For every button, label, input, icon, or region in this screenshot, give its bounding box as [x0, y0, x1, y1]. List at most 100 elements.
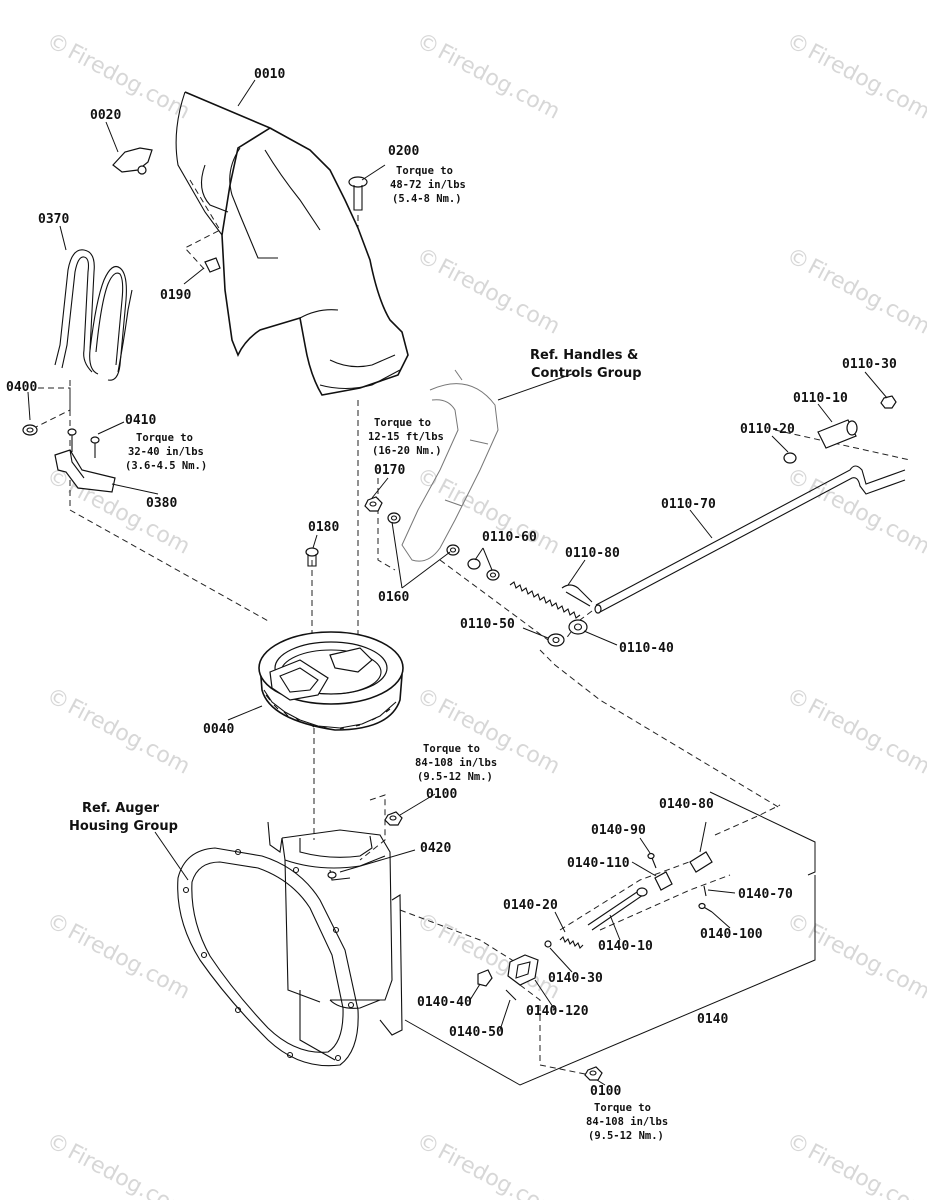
watermark: © Firedog.com [412, 463, 564, 560]
svg-text:Firedog.com: Firedog.com [433, 39, 564, 124]
svg-text:Firedog.com: Firedog.com [803, 39, 927, 124]
deflector-bolt-0200[interactable] [348, 176, 368, 211]
callout-0110-10: 0110-10 [793, 391, 848, 406]
dashed-line [184, 179, 221, 271]
callout-0140-110: 0140-110 [567, 856, 630, 871]
dashed-line [399, 909, 521, 966]
discharge-chute[interactable] [175, 91, 409, 396]
callout-0140-40: 0140-40 [417, 995, 472, 1010]
chute-rod-0370[interactable] [54, 249, 133, 381]
svg-text:Housing Group: Housing Group [69, 819, 178, 834]
reference-handles-controls: Ref. Handles & Controls Group [530, 348, 642, 381]
watermark: © Firedog.com [782, 1128, 927, 1200]
washer-0110-40[interactable] [568, 619, 588, 635]
nut-0110-30[interactable] [880, 395, 897, 409]
dashed-line [519, 984, 591, 1076]
chute-rotation-ring-0040[interactable] [258, 631, 404, 731]
washers-0110-60[interactable] [467, 558, 500, 581]
watermark: © Firedog.com [782, 243, 927, 340]
dashed-line [29, 387, 71, 431]
callout-0200: 0200 [388, 144, 419, 159]
svg-text:12-15 ft/lbs: 12-15 ft/lbs [368, 431, 444, 443]
torque-note-0410: Torque to 32-40 in/lbs (3.6-4.5 Nm.) [125, 432, 207, 472]
svg-text:Torque to: Torque to [594, 1102, 651, 1114]
knob-0020[interactable] [112, 147, 153, 175]
callout-0140: 0140 [697, 1012, 728, 1027]
spring-0110[interactable] [509, 581, 581, 619]
callout-0110-70: 0110-70 [661, 497, 716, 512]
callout-0140-100: 0140-100 [700, 927, 763, 942]
callout-0420: 0420 [420, 841, 451, 856]
callout-0380: 0380 [146, 496, 177, 511]
fastener-0190[interactable] [204, 257, 221, 273]
nut-0170[interactable] [364, 496, 383, 512]
dashed-line [599, 874, 731, 931]
nut-0100-lower[interactable] [584, 1066, 603, 1081]
callout-labels: 0010 0020 0200 0370 0190 0400 0410 0380 … [6, 67, 897, 1099]
bolt-0180[interactable] [305, 547, 319, 567]
svg-text:(5.4-8 Nm.): (5.4-8 Nm.) [392, 193, 462, 205]
watermark: © Firedog.com [782, 28, 927, 125]
callout-0110-50: 0110-50 [460, 617, 515, 632]
bushing-0110-50[interactable] [547, 633, 565, 647]
watermark: © Firedog.com [412, 243, 564, 340]
callout-0140-70: 0140-70 [738, 887, 793, 902]
callout-0140-90: 0140-90 [591, 823, 646, 838]
callout-0110-40: 0110-40 [619, 641, 674, 656]
watermark: © Firedog.com [42, 908, 194, 1005]
callout-0410: 0410 [125, 413, 156, 428]
watermark: © Firedog.com [42, 463, 194, 560]
callout-0110-20: 0110-20 [740, 422, 795, 437]
nut-0100-upper[interactable] [384, 811, 403, 826]
bushing-0110-10[interactable] [817, 419, 858, 449]
callout-0370: 0370 [38, 212, 69, 227]
svg-text:(9.5-12 Nm.): (9.5-12 Nm.) [588, 1130, 664, 1142]
dashed-line [69, 380, 271, 623]
nut-0400[interactable] [22, 424, 38, 436]
watermark: © Firedog.com [412, 1128, 564, 1200]
callout-0190: 0190 [160, 288, 191, 303]
watermark: © Firedog.com [782, 908, 927, 1005]
callout-0140-30: 0140-30 [548, 971, 603, 986]
svg-text:Ref. Handles &: Ref. Handles & [530, 348, 638, 363]
screw-0410[interactable] [67, 428, 100, 458]
svg-text:Controls Group: Controls Group [531, 366, 642, 381]
svg-text:Firedog.com: Firedog.com [63, 1139, 194, 1200]
svg-text:(3.6-4.5 Nm.): (3.6-4.5 Nm.) [125, 460, 207, 472]
group-bracket-0140 [404, 791, 816, 1086]
callout-0010: 0010 [254, 67, 285, 82]
callout-0100-upper: 0100 [426, 787, 457, 802]
dashed-line [359, 794, 386, 861]
callout-0110-60: 0110-60 [482, 530, 537, 545]
watermark: © Firedog.com [412, 908, 564, 1005]
svg-text:Torque to: Torque to [396, 165, 453, 177]
callout-0140-80: 0140-80 [659, 797, 714, 812]
washer-0110-20[interactable] [783, 452, 797, 464]
svg-text:Firedog.com: Firedog.com [803, 694, 927, 779]
svg-text:Firedog.com: Firedog.com [803, 474, 927, 559]
callout-0020: 0020 [90, 108, 121, 123]
watermark: © Firedog.com [42, 683, 194, 780]
callout-0140-120: 0140-120 [526, 1004, 589, 1019]
watermark: © Firedog.com [782, 683, 927, 780]
mounting-bracket-0380[interactable] [54, 449, 116, 493]
dashed-line [439, 559, 549, 641]
torque-note-0100-lower: Torque to 84-108 in/lbs (9.5-12 Nm.) [586, 1102, 668, 1142]
svg-text:Firedog.com: Firedog.com [63, 694, 194, 779]
cotter-pin-0110-80[interactable] [561, 584, 593, 607]
callout-0110-80: 0110-80 [565, 546, 620, 561]
dashed-line [714, 804, 781, 836]
callout-0170: 0170 [374, 463, 405, 478]
svg-text:Firedog.com: Firedog.com [63, 919, 194, 1004]
auger-housing-reference [177, 821, 403, 1067]
chute-control-rod-0110-70[interactable] [594, 465, 906, 614]
washer-0160[interactable] [387, 512, 460, 556]
svg-text:Firedog.com: Firedog.com [433, 1139, 564, 1200]
index-lever-assembly-0140[interactable] [477, 851, 713, 1001]
svg-text:Torque to: Torque to [136, 432, 193, 444]
callout-0400: 0400 [6, 380, 37, 395]
torque-note-0100-upper: Torque to 84-108 in/lbs (9.5-12 Nm.) [415, 743, 497, 783]
callout-0040: 0040 [203, 722, 234, 737]
svg-text:Torque to: Torque to [423, 743, 480, 755]
